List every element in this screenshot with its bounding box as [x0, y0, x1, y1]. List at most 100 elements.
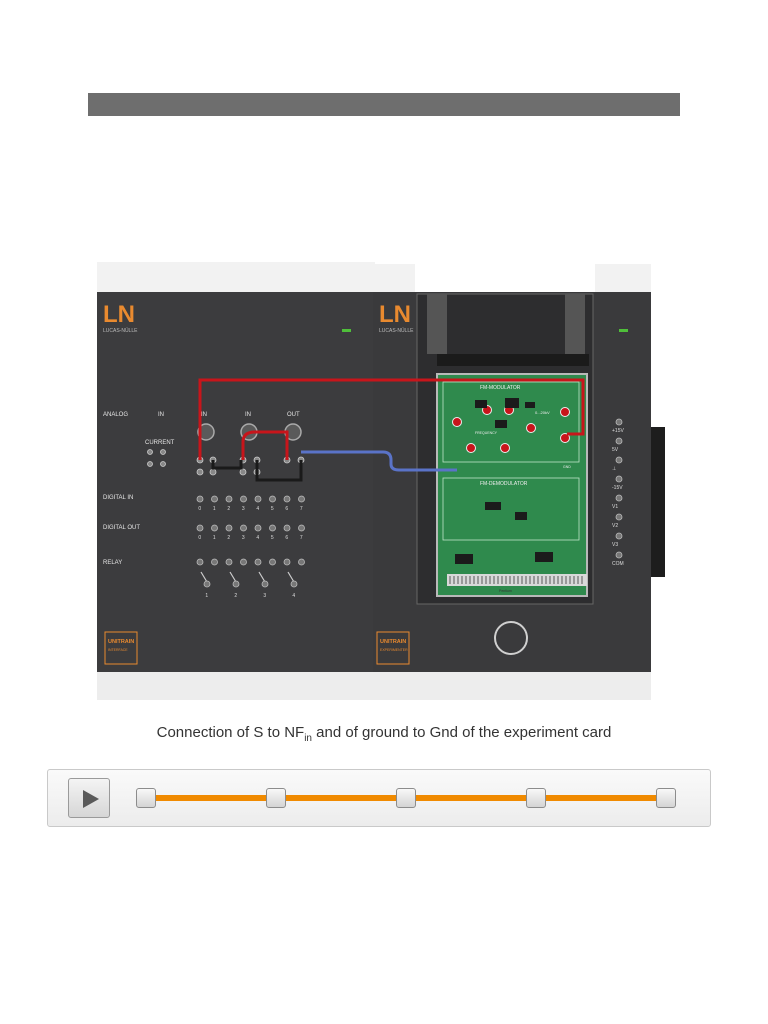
wire-black-bridge-2 — [255, 460, 303, 482]
digital-out-digit: 0 — [198, 535, 201, 541]
connector-pin — [525, 576, 527, 584]
rail-jack[interactable] — [615, 475, 623, 483]
digital-in-jack[interactable] — [269, 495, 276, 503]
relay-jack[interactable] — [254, 558, 262, 566]
digital-in-digit: 5 — [271, 506, 274, 512]
card-chip — [475, 400, 487, 408]
relay-common-jack[interactable] — [290, 580, 298, 588]
digital-out-digit: 5 — [271, 535, 274, 541]
relay-jack[interactable] — [283, 558, 291, 566]
digital-in-digit: 3 — [242, 506, 245, 512]
relay-common-jack[interactable] — [232, 580, 240, 588]
current-jack[interactable] — [160, 449, 166, 455]
relay-common-jack[interactable] — [261, 580, 269, 588]
card-socket[interactable] — [526, 423, 536, 433]
relay-common-jack[interactable] — [203, 580, 211, 588]
step-marker[interactable] — [396, 788, 416, 808]
rail-jack[interactable] — [615, 494, 623, 502]
digital-out-jack[interactable] — [283, 524, 291, 532]
relay-switch — [229, 571, 237, 583]
connector-pin — [557, 576, 559, 584]
digital-in-jack[interactable] — [240, 495, 247, 503]
rail-label: ⊥ — [612, 466, 616, 472]
rail-label: -15V — [612, 485, 623, 491]
relay-jack[interactable] — [269, 558, 276, 566]
relay-jack[interactable] — [240, 558, 247, 566]
connector-pin — [509, 576, 511, 584]
play-button[interactable] — [68, 778, 110, 818]
card-socket[interactable] — [466, 443, 476, 453]
power-led-left — [342, 329, 351, 332]
rail-jack[interactable] — [615, 532, 623, 540]
analog-jack[interactable] — [209, 468, 217, 476]
board-connector — [651, 427, 665, 577]
rail-label: V1 — [612, 504, 618, 510]
digital-out-jack[interactable] — [211, 524, 218, 532]
rail-jack[interactable] — [615, 551, 623, 559]
connector-pin — [457, 576, 459, 584]
relay-switch — [258, 571, 266, 583]
card-socket[interactable] — [560, 407, 570, 417]
digital-out-jack[interactable] — [254, 524, 262, 532]
digital-in-jack[interactable] — [211, 495, 218, 503]
current-jack[interactable] — [147, 461, 153, 467]
digital-out-jack[interactable] — [196, 524, 204, 532]
rail-jack[interactable] — [615, 418, 623, 426]
rail-label: COM — [612, 561, 624, 567]
rail-label: +15V — [612, 428, 624, 434]
connector-pin — [513, 576, 515, 584]
step-marker[interactable] — [656, 788, 676, 808]
play-icon — [83, 790, 99, 808]
experimenter-board-bottom-edge — [373, 672, 651, 700]
rail-jack[interactable] — [615, 456, 623, 464]
card-socket[interactable] — [452, 417, 462, 427]
connector-pin — [573, 576, 575, 584]
connector-pin — [553, 576, 555, 584]
step-marker[interactable] — [526, 788, 546, 808]
demodulator-section — [442, 477, 580, 541]
eject-button[interactable] — [494, 621, 528, 655]
card-components — [449, 398, 583, 584]
bnc-socket[interactable] — [197, 423, 215, 441]
digital-in-jack[interactable] — [254, 495, 262, 503]
relay-jack[interactable] — [196, 558, 204, 566]
relay-number: 1 — [205, 593, 208, 599]
step-marker[interactable] — [266, 788, 286, 808]
step-marker[interactable] — [136, 788, 156, 808]
wire-black-bridge-1 — [211, 460, 243, 470]
analog-jack[interactable] — [239, 468, 247, 476]
connector-pin — [469, 576, 471, 584]
animation-player — [47, 769, 711, 827]
analog-in-label-2: IN — [201, 412, 207, 418]
card-socket[interactable] — [560, 433, 570, 443]
interface-board-top-edge — [97, 262, 375, 292]
digital-in-jack[interactable] — [196, 495, 204, 503]
digital-out-digit: 2 — [227, 535, 230, 541]
digital-in-jack[interactable] — [225, 495, 233, 503]
digital-out-jack[interactable] — [298, 524, 305, 532]
digital-out-jack[interactable] — [269, 524, 276, 532]
gnd-label: GND — [563, 465, 571, 469]
slot-rail-left — [427, 294, 447, 354]
digital-out-jack[interactable] — [225, 524, 233, 532]
digital-out-digit: 3 — [242, 535, 245, 541]
relay-jack[interactable] — [211, 558, 218, 566]
current-jack[interactable] — [147, 449, 153, 455]
rail-jack[interactable] — [615, 437, 623, 445]
relay-switch — [287, 571, 295, 583]
digital-out-jack[interactable] — [240, 524, 247, 532]
card-socket[interactable] — [500, 443, 510, 453]
card-holder — [437, 354, 589, 366]
card-top-label: FM-MODULATOR — [480, 385, 521, 391]
rail-jack[interactable] — [615, 513, 623, 521]
digital-in-jack[interactable] — [298, 495, 305, 503]
relay-jack[interactable] — [225, 558, 233, 566]
relay-jack[interactable] — [298, 558, 305, 566]
analog-jack[interactable] — [196, 468, 204, 476]
current-jack[interactable] — [160, 461, 166, 467]
interface-logo: LN LUCAS-NÜLLE — [103, 301, 138, 334]
connector-pin — [565, 576, 567, 584]
digital-in-jack[interactable] — [283, 495, 291, 503]
